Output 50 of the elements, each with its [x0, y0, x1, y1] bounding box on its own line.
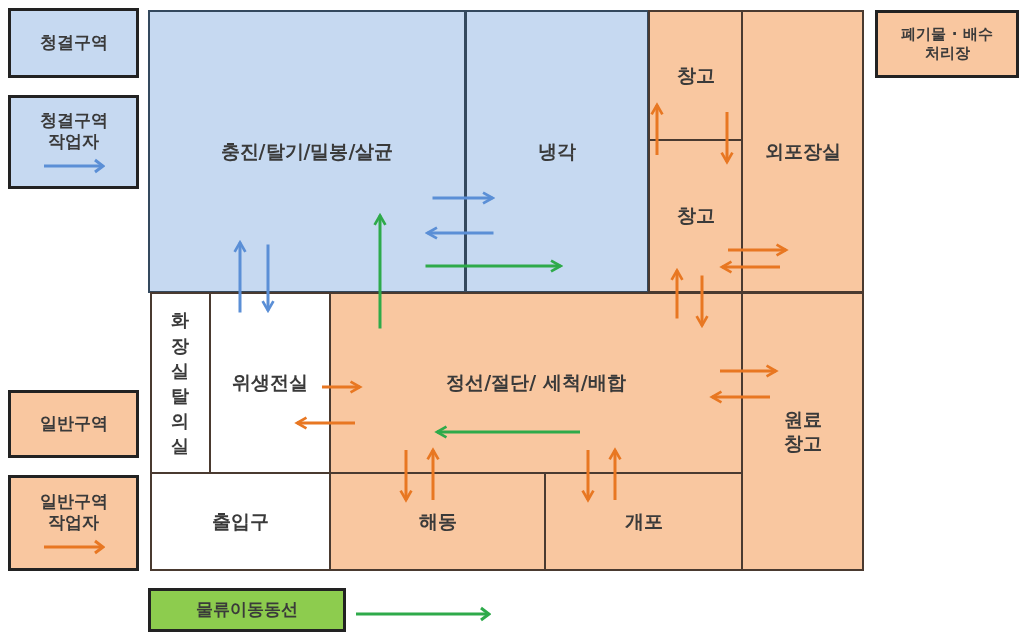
arrow	[233, 241, 247, 313]
arrow	[322, 380, 362, 394]
room-area	[150, 292, 211, 474]
arrow	[695, 275, 709, 327]
room-area	[741, 10, 864, 293]
arrow	[720, 260, 780, 274]
room-label: 정선/절단/ 세척/배합	[446, 371, 626, 395]
room-area	[148, 10, 466, 293]
room-label: 화장실탈의실	[170, 308, 191, 459]
room-label: 창고	[676, 63, 715, 88]
room-label: 출입구	[212, 509, 269, 534]
arrow	[426, 226, 494, 240]
legend-label: 일반구역 작업자	[38, 490, 109, 534]
arrow	[295, 416, 355, 430]
room-label: 해동	[418, 509, 457, 534]
room-label: 위생전실	[232, 371, 308, 395]
room-area	[648, 139, 743, 293]
arrow	[581, 450, 595, 502]
room-label: 냉각	[538, 139, 576, 164]
legend-label: 일반구역	[38, 413, 109, 435]
room-label: 충진/탈기/밀봉/살균	[220, 139, 394, 164]
room-area	[648, 10, 743, 141]
room-area	[329, 292, 743, 474]
arrow	[373, 214, 387, 329]
room-label: 외포장실	[764, 139, 841, 164]
room-area	[741, 292, 864, 571]
room-area	[544, 472, 743, 571]
room-label: 폐기물 · 배수 처리장	[900, 25, 994, 63]
arrow	[425, 259, 562, 273]
legend-label: 청결구역	[38, 32, 109, 54]
arrow	[261, 244, 275, 312]
room-area	[329, 472, 546, 571]
arrow	[399, 450, 413, 502]
arrow	[720, 112, 734, 164]
room-label: 창고	[676, 204, 715, 228]
room-label: 원료 창고	[782, 407, 823, 456]
room-area	[150, 472, 331, 571]
legend-label: 청결구역 작업자	[38, 109, 109, 153]
facility-box	[875, 10, 1019, 78]
arrow	[710, 390, 770, 404]
arrow	[720, 364, 778, 378]
arrow	[650, 103, 664, 155]
arrow	[728, 243, 788, 257]
arrow	[608, 448, 622, 500]
arrow	[670, 269, 684, 319]
room-label: 개포	[624, 509, 663, 534]
arrow	[426, 448, 440, 500]
arrow	[432, 191, 494, 205]
room-area	[465, 10, 649, 293]
legend-label: 물류이동동선	[196, 599, 298, 621]
